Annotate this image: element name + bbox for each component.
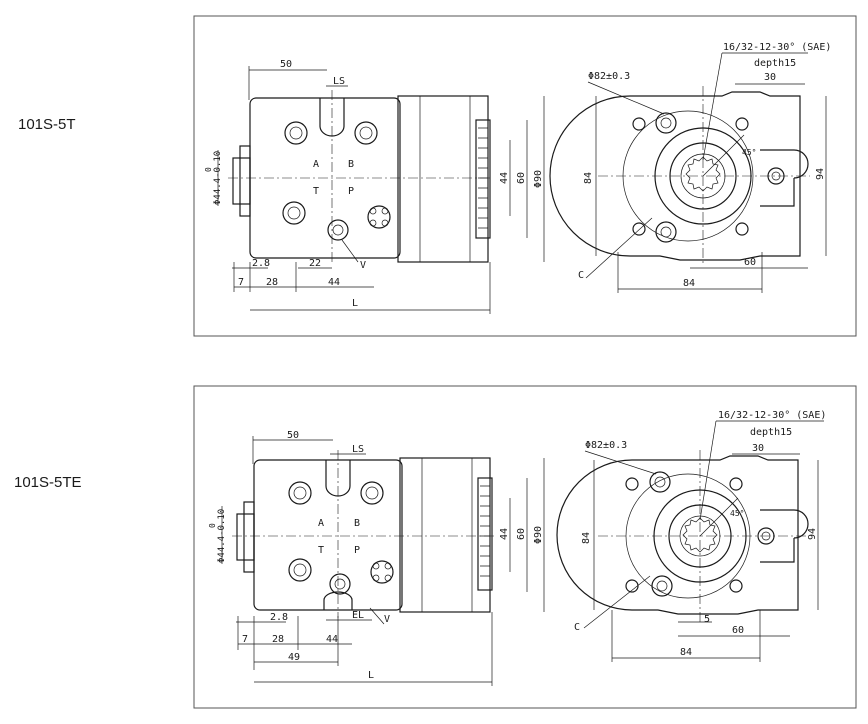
dim-2-8: 2.8 — [252, 258, 270, 269]
dim-top-width: 50 — [287, 430, 299, 441]
port-a: A — [313, 159, 319, 170]
side-dimensions: 50 LS Φ44.4-0.10 0 2.8 EL V 7 28 44 49 L… — [208, 430, 545, 686]
port-b: B — [354, 518, 360, 529]
dim-90: Φ90 — [533, 526, 544, 544]
dim-pilot-diameter: Φ44.4-0.10 — [213, 151, 223, 205]
dim-22: 22 — [309, 258, 321, 269]
side-dimensions: 50 LS Φ44.4-0.10 0 2.8 22 V 7 28 44 L 44… — [204, 59, 545, 314]
dim-top-width: 50 — [280, 59, 292, 70]
dim-pilot-tolerance: 0 — [208, 523, 217, 528]
end-view — [549, 86, 810, 266]
model-label-101s-5t: 101S-5T — [18, 116, 76, 133]
side-view — [228, 90, 492, 263]
dim-44: 44 — [499, 528, 510, 540]
label-v: V — [384, 614, 390, 625]
dim-49: 49 — [288, 652, 300, 663]
dim-94: 94 — [807, 528, 818, 540]
dim-2-8: 2.8 — [270, 612, 288, 623]
dim-84-horizontal: 84 — [683, 278, 695, 289]
dim-60: 60 — [516, 528, 527, 540]
dim-82: Φ82±0.3 — [588, 71, 630, 82]
dim-30: 30 — [764, 72, 776, 83]
port-t: T — [313, 186, 319, 197]
dim-60-horizontal: 60 — [732, 625, 744, 636]
label-c: C — [578, 270, 584, 281]
dim-7: 7 — [242, 634, 248, 645]
dim-44-bottom: 44 — [326, 634, 338, 645]
dim-pilot-tolerance: 0 — [204, 167, 213, 172]
dim-pilot-diameter: Φ44.4-0.10 — [217, 509, 227, 563]
port-t: T — [318, 545, 324, 556]
thread-depth: depth15 — [754, 58, 796, 69]
label-el: EL — [352, 610, 364, 621]
dim-28: 28 — [266, 277, 278, 288]
dim-ls: LS — [333, 76, 345, 87]
side-view — [232, 450, 494, 618]
label-c: C — [574, 622, 580, 633]
dim-44: 44 — [499, 172, 510, 184]
dim-84-vertical: 84 — [581, 532, 592, 544]
dim-l: L — [352, 298, 358, 309]
model-label-101s-5te: 101S-5TE — [14, 474, 82, 491]
dim-84-horizontal: 84 — [680, 647, 692, 658]
dim-60: 60 — [516, 172, 527, 184]
dim-28: 28 — [272, 634, 284, 645]
dim-84-vertical: 84 — [583, 172, 594, 184]
end-dimensions: 16/32-12-30° (SAE) depth15 30 Φ82±0.3 45… — [578, 42, 831, 293]
end-view — [556, 450, 809, 622]
drawing-101s-5t: 50 LS Φ44.4-0.10 0 2.8 22 V 7 28 44 L 44… — [193, 15, 857, 337]
dim-ls: LS — [352, 444, 364, 455]
drawing-101s-5te: 50 LS Φ44.4-0.10 0 2.8 EL V 7 28 44 49 L… — [193, 385, 857, 709]
dim-44-bottom: 44 — [328, 277, 340, 288]
port-p: P — [348, 186, 354, 197]
end-dimensions: 16/32-12-30° (SAE) depth15 30 Φ82±0.3 45… — [574, 410, 826, 662]
angle-45: 45° — [730, 509, 744, 518]
dim-94: 94 — [815, 168, 826, 180]
dim-82: Φ82±0.3 — [585, 440, 627, 451]
dim-90: Φ90 — [533, 170, 544, 188]
angle-45: 45° — [742, 148, 756, 157]
dim-l: L — [368, 670, 374, 681]
port-p: P — [354, 545, 360, 556]
drawing-frame — [193, 385, 857, 709]
dim-30: 30 — [752, 443, 764, 454]
dim-7: 7 — [238, 277, 244, 288]
thread-spec: 16/32-12-30° (SAE) — [718, 410, 826, 421]
port-b: B — [348, 159, 354, 170]
label-v: V — [360, 260, 366, 271]
thread-depth: depth15 — [750, 427, 792, 438]
dim-5: 5 — [704, 614, 710, 625]
thread-spec: 16/32-12-30° (SAE) — [723, 42, 831, 53]
dim-60-horizontal: 60 — [744, 257, 756, 268]
drawing-frame — [193, 15, 857, 337]
port-a: A — [318, 518, 324, 529]
